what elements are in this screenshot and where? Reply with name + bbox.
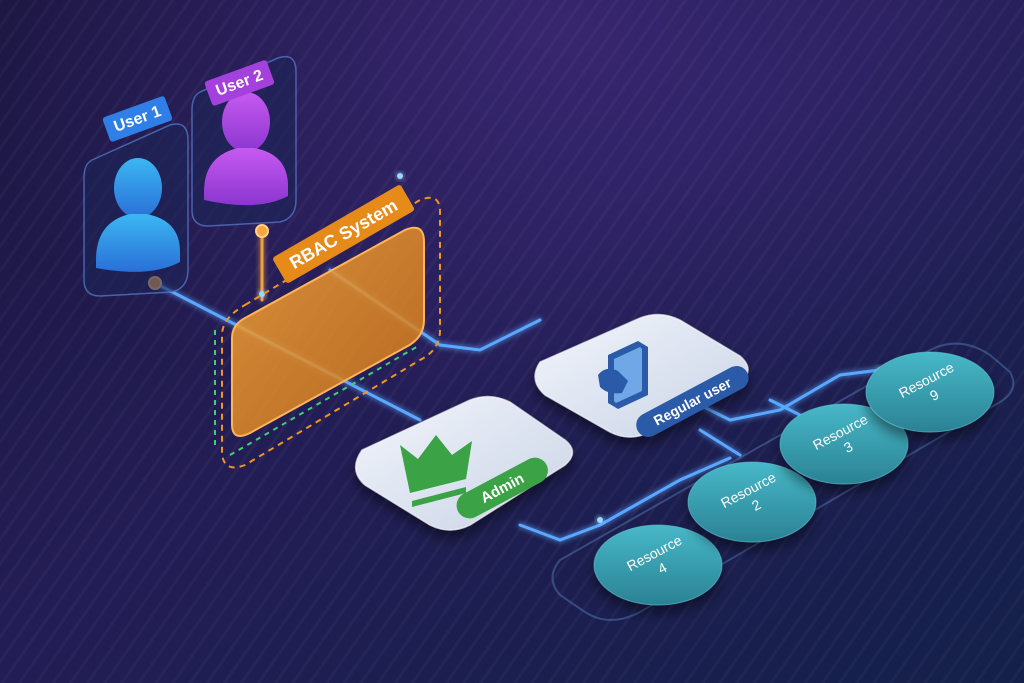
resource-node[interactable]: Resource 9 bbox=[865, 351, 995, 433]
user-1-avatar-icon bbox=[96, 158, 180, 272]
resource-node[interactable]: Resource 3 bbox=[779, 403, 909, 485]
link-regular-res3 bbox=[768, 398, 802, 417]
tablet-icon bbox=[598, 341, 648, 409]
system-outer-dashed bbox=[221, 196, 441, 469]
resource-node[interactable]: Resource 4 bbox=[593, 524, 723, 606]
user-2-card[interactable]: User 2 bbox=[191, 55, 297, 227]
spark-dot bbox=[597, 517, 603, 523]
system-green-dashed-bottom bbox=[229, 344, 421, 456]
user-2-avatar-icon bbox=[204, 92, 288, 206]
resource-group-outline bbox=[551, 342, 1015, 621]
link-regular-res2 bbox=[698, 428, 742, 457]
user2-connector-dot bbox=[255, 224, 269, 238]
crown-icon bbox=[400, 435, 472, 507]
admin-role-tile[interactable]: Admin bbox=[355, 395, 574, 531]
system-gate-panel bbox=[231, 226, 425, 437]
spark-dot bbox=[259, 291, 265, 297]
resource-node[interactable]: Resource 2 bbox=[687, 461, 817, 543]
link-admin-resources bbox=[518, 456, 732, 542]
spark-dot bbox=[397, 173, 403, 179]
link-regular-resources bbox=[688, 368, 882, 422]
